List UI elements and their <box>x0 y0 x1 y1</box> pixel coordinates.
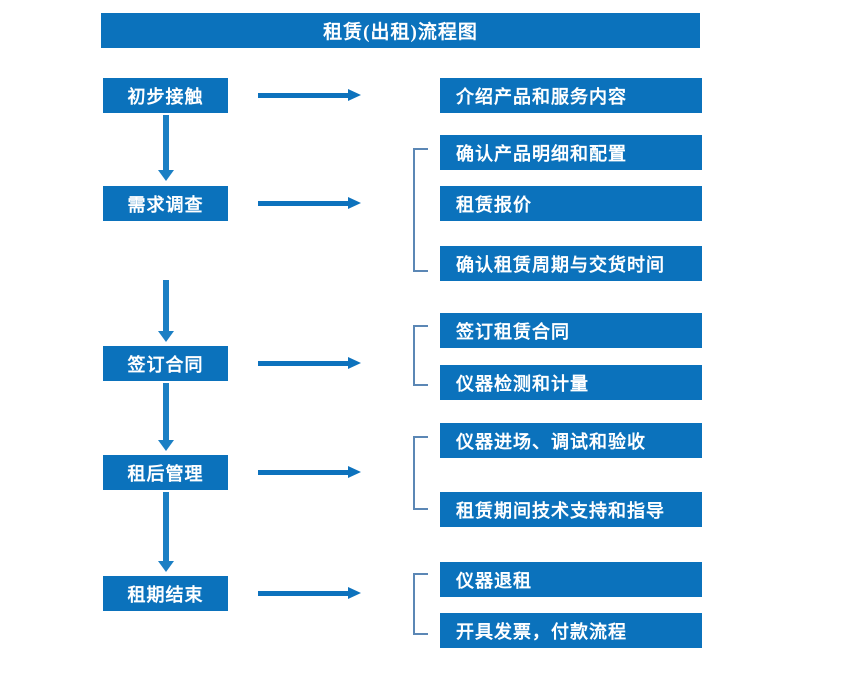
arrow-stem <box>163 115 169 170</box>
arrow-head <box>158 561 174 572</box>
stage-box-5[interactable]: 租期结束 <box>103 576 228 611</box>
stage-box-3[interactable]: 签订合同 <box>103 346 228 381</box>
down-arrow-stage3-to-stage4 <box>158 383 174 451</box>
detail-label-9: 仪器退租 <box>456 570 532 591</box>
arrow-stem <box>258 470 350 475</box>
right-arrow-stage5 <box>258 587 362 599</box>
detail-box-10[interactable]: 开具发票，付款流程 <box>440 613 702 648</box>
arrow-head <box>158 170 174 181</box>
detail-box-6[interactable]: 仪器检测和计量 <box>440 365 702 400</box>
detail-label-7: 仪器进场、调试和验收 <box>456 431 646 452</box>
detail-box-7[interactable]: 仪器进场、调试和验收 <box>440 423 702 458</box>
group-bracket-rental-end <box>413 573 428 635</box>
arrow-stem <box>258 361 350 366</box>
detail-box-3[interactable]: 租赁报价 <box>440 186 702 221</box>
arrow-stem <box>163 492 169 561</box>
stage-box-4[interactable]: 租后管理 <box>103 455 228 490</box>
right-arrow-stage1 <box>258 89 362 101</box>
down-arrow-stage1-to-stage2 <box>158 115 174 181</box>
detail-box-5[interactable]: 签订租赁合同 <box>440 313 702 348</box>
stage-label-5: 租期结束 <box>127 584 204 605</box>
group-bracket-post-rental <box>413 436 428 510</box>
arrow-head <box>348 466 361 478</box>
detail-box-9[interactable]: 仪器退租 <box>440 562 702 597</box>
group-bracket-needs-survey <box>413 148 428 272</box>
detail-label-4: 确认租赁周期与交货时间 <box>456 254 665 275</box>
detail-box-2[interactable]: 确认产品明细和配置 <box>440 135 702 170</box>
arrow-head <box>158 331 174 342</box>
detail-box-8[interactable]: 租赁期间技术支持和指导 <box>440 492 702 527</box>
arrow-head <box>348 587 361 599</box>
detail-box-4[interactable]: 确认租赁周期与交货时间 <box>440 246 702 281</box>
stage-label-3: 签订合同 <box>127 354 204 375</box>
arrow-stem <box>258 93 350 98</box>
stage-box-1[interactable]: 初步接触 <box>103 78 228 113</box>
stage-label-4: 租后管理 <box>127 463 204 484</box>
arrow-stem <box>163 383 169 440</box>
arrow-head <box>348 357 361 369</box>
arrow-head <box>158 440 174 451</box>
arrow-stem <box>163 280 169 331</box>
stage-label-1: 初步接触 <box>127 86 204 107</box>
down-arrow-stage4-to-stage5 <box>158 492 174 572</box>
stage-box-2[interactable]: 需求调查 <box>103 186 228 221</box>
right-arrow-stage4 <box>258 466 362 478</box>
detail-label-2: 确认产品明细和配置 <box>456 143 627 164</box>
diagram-title-bar: 租赁(出租)流程图 <box>101 13 700 48</box>
detail-label-10: 开具发票，付款流程 <box>456 621 627 642</box>
arrow-stem <box>258 591 350 596</box>
stage-label-2: 需求调查 <box>127 194 204 215</box>
arrow-head <box>348 197 361 209</box>
arrow-stem <box>258 201 350 206</box>
arrow-head <box>348 89 361 101</box>
detail-label-3: 租赁报价 <box>456 194 532 215</box>
right-arrow-stage2 <box>258 197 362 209</box>
right-arrow-stage3 <box>258 357 362 369</box>
detail-label-1: 介绍产品和服务内容 <box>456 86 627 107</box>
detail-box-1[interactable]: 介绍产品和服务内容 <box>440 78 702 113</box>
group-bracket-contract <box>413 325 428 386</box>
detail-label-5: 签订租赁合同 <box>456 321 570 342</box>
down-arrow-stage2-to-stage3 <box>158 280 174 342</box>
detail-label-8: 租赁期间技术支持和指导 <box>456 500 665 521</box>
diagram-title: 租赁(出租)流程图 <box>323 22 478 43</box>
detail-label-6: 仪器检测和计量 <box>456 373 589 394</box>
